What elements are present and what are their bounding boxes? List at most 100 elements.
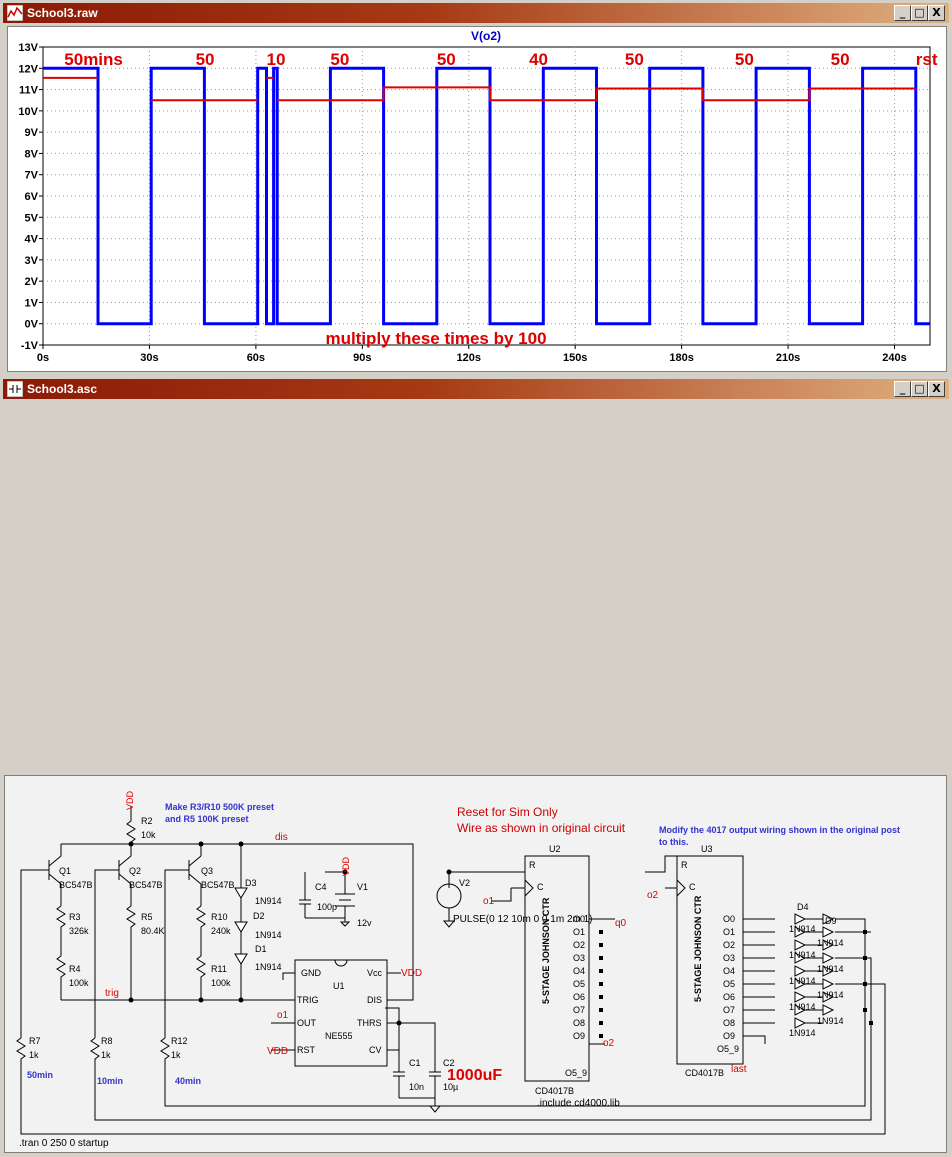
waveform-chart[interactable]: V(o2) -1V0V1V2V3V4V5V6V7V8V9V10V11V12V13… (8, 27, 946, 371)
modify-note-line1: Modify the 4017 output wiring shown in t… (659, 825, 900, 835)
value-D3[interactable]: 1N914 (255, 896, 282, 906)
value-C1[interactable]: 10n (409, 1082, 424, 1092)
u3-type: 5-STAGE JOHNSON CTR (693, 895, 703, 1002)
diode-value[interactable]: 1N914 (817, 938, 844, 948)
value-D2[interactable]: 1N914 (255, 930, 282, 940)
minimize-button[interactable]: _ (894, 5, 911, 21)
value-Q3[interactable]: BC547B (201, 880, 235, 890)
value-C2[interactable]: 10µ (443, 1082, 458, 1092)
value-R8[interactable]: 1k (101, 1050, 111, 1060)
diode-value[interactable]: 1N914 (789, 976, 816, 986)
duration-annotation: 10 (267, 50, 286, 69)
duration-annotation: 50 (735, 50, 754, 69)
value-R2[interactable]: 10k (141, 830, 156, 840)
ref-R11[interactable]: R11 (211, 964, 227, 974)
ref-V1[interactable]: V1 (357, 882, 368, 892)
tran-directive[interactable]: .tran 0 250 0 startup (19, 1138, 109, 1149)
schematic-window-title: School3.asc (27, 382, 98, 396)
ref-C4[interactable]: C4 (315, 882, 327, 892)
value-R12[interactable]: 1k (171, 1050, 181, 1060)
ref-U2[interactable]: U2 (549, 844, 561, 854)
plot-window-title: School3.raw (27, 6, 98, 20)
y-tick-label: 6V (25, 191, 39, 203)
y-tick-label: 0V (25, 319, 39, 331)
ref-D3[interactable]: D3 (245, 878, 257, 888)
diode-value[interactable]: 1N914 (789, 1002, 816, 1012)
value-U3[interactable]: CD4017B (685, 1068, 724, 1078)
diode-value[interactable]: 1N914 (817, 964, 844, 974)
ref-Q2[interactable]: Q2 (129, 866, 141, 876)
x-tick-label: 210s (776, 352, 800, 364)
schematic-drawing[interactable]: Make R3/R10 500K preset and R5 100K pres… (5, 776, 946, 1152)
minimize-button[interactable]: _ (894, 381, 911, 397)
value-R7[interactable]: 1k (29, 1050, 39, 1060)
trace-label[interactable]: V(o2) (471, 29, 501, 43)
include-directive[interactable]: .include cd4000.lib (537, 1098, 620, 1109)
value-Q2[interactable]: BC547B (129, 880, 163, 890)
pin-dis: DIS (367, 995, 382, 1005)
u2-pin-o7: O7 (573, 1005, 585, 1015)
value-U2[interactable]: CD4017B (535, 1086, 574, 1096)
diode-value[interactable]: 1N914 (817, 1016, 844, 1026)
ref-R2[interactable]: R2 (141, 816, 153, 826)
ref-R5[interactable]: R5 (141, 912, 153, 922)
schematic-canvas[interactable]: Make R3/R10 500K preset and R5 100K pres… (4, 775, 947, 1153)
maximize-button[interactable]: □ (911, 5, 928, 21)
pulse-source[interactable]: PULSE(0 12 10m 0 0 1m 2m 1) (453, 914, 593, 925)
ref-V2[interactable]: V2 (459, 878, 470, 888)
reset-note-line2: Wire as shown in original circuit (457, 821, 626, 835)
y-tick-label: 4V (25, 234, 39, 246)
ref-U3[interactable]: U3 (701, 844, 713, 854)
value-R10[interactable]: 240k (211, 926, 231, 936)
value-U1[interactable]: NE555 (325, 1031, 353, 1041)
value-C4[interactable]: 100p (317, 902, 337, 912)
value-R11[interactable]: 100k (211, 978, 231, 988)
close-button[interactable]: X (928, 381, 945, 397)
diode-value[interactable]: 1N914 (789, 924, 816, 934)
close-button[interactable]: X (928, 5, 945, 21)
ref-Q1[interactable]: Q1 (59, 866, 71, 876)
u2-pin-o0: O0 (573, 914, 585, 924)
duration-annotation: 50mins (64, 50, 123, 69)
u3-pin-o4: O4 (723, 966, 735, 976)
maximize-button[interactable]: □ (911, 381, 928, 397)
value-Q1[interactable]: BC547B (59, 880, 93, 890)
ref-C1[interactable]: C1 (409, 1058, 421, 1068)
diode-value[interactable]: 1N914 (789, 1028, 816, 1038)
ref-D2[interactable]: D2 (253, 911, 265, 921)
ref-R12[interactable]: R12 (171, 1036, 188, 1046)
value-R4[interactable]: 100k (69, 978, 89, 988)
u3-pin-o6: O6 (723, 992, 735, 1002)
duration-annotation: 50 (330, 50, 349, 69)
ref-Q3[interactable]: Q3 (201, 866, 213, 876)
ref-R3[interactable]: R3 (69, 912, 81, 922)
ref-R7[interactable]: R7 (29, 1036, 41, 1046)
value-V1[interactable]: 12v (357, 918, 372, 928)
u2-pin-o6: O6 (573, 992, 585, 1002)
ref-D1[interactable]: D1 (255, 944, 267, 954)
ref-R8[interactable]: R8 (101, 1036, 113, 1046)
u3-pin-o5-9: O5_9 (717, 1044, 739, 1054)
u2-pin-o1: O1 (573, 927, 585, 937)
ref-R10[interactable]: R10 (211, 912, 228, 922)
ref-C2[interactable]: C2 (443, 1058, 455, 1068)
diode-value[interactable]: 1N914 (817, 990, 844, 1000)
net-label-vdd: VDD (267, 1046, 288, 1057)
value-R3[interactable]: 326k (69, 926, 89, 936)
u3-pin-r: R (681, 860, 688, 870)
schematic-window: School3.asc _ □ X (0, 376, 952, 1153)
ref-R4[interactable]: R4 (69, 964, 81, 974)
y-tick-label: 13V (18, 42, 38, 54)
ref-D9[interactable]: D9 (825, 916, 837, 926)
value-R5[interactable]: 80.4K (141, 926, 165, 936)
schematic-window-titlebar[interactable]: School3.asc _ □ X (3, 379, 949, 399)
u3-pin-o0: O0 (723, 914, 735, 924)
plot-window-titlebar[interactable]: School3.raw _ □ X (3, 3, 949, 23)
diode-value[interactable]: 1N914 (789, 950, 816, 960)
y-tick-label: 2V (25, 276, 39, 288)
ref-U1[interactable]: U1 (333, 981, 345, 991)
value-D1[interactable]: 1N914 (255, 962, 282, 972)
ref-D4[interactable]: D4 (797, 902, 809, 912)
